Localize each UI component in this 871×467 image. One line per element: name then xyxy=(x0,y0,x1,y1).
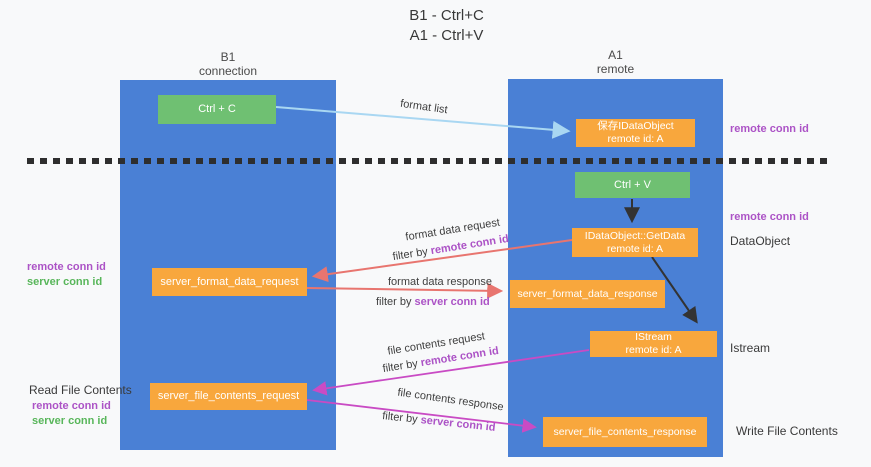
ctrl-c-label: Ctrl + C xyxy=(198,103,236,115)
column-b1-name: B1 xyxy=(220,50,236,64)
ctrl-v-box: Ctrl + V xyxy=(575,172,690,198)
filter-by-text: filter by xyxy=(376,296,412,308)
diagram-title: B1 - Ctrl+C A1 - Ctrl+V xyxy=(0,6,871,46)
server-file-contents-request-label: server_file_contents_request xyxy=(157,390,300,402)
server-conn-id-text: server conn id xyxy=(414,296,490,308)
column-a1-name: A1 xyxy=(608,48,623,62)
server-format-data-response-label: server_format_data_response xyxy=(517,287,658,300)
write-file-contents-annotation: Write File Contents xyxy=(736,424,838,438)
dashed-separator-line xyxy=(27,158,830,164)
save-idataobject-box: 保存IDataObject remote id: A xyxy=(576,119,695,147)
server-file-contents-request-box: server_file_contents_request xyxy=(150,383,307,410)
column-b1-role: connection xyxy=(198,64,258,78)
format-data-response-label: format data response xyxy=(388,276,492,288)
getdata-to-istream-arrow xyxy=(651,256,698,324)
format-list-arrow xyxy=(275,106,571,139)
remote-conn-id-annotation-mid: remote conn id xyxy=(730,211,809,223)
title-line-1: B1 - Ctrl+C xyxy=(409,7,484,24)
server-format-data-request-box: server_format_data_request xyxy=(152,268,307,296)
column-header-b1: B1 connection xyxy=(120,50,336,78)
istream-annotation: Istream xyxy=(730,341,771,355)
istream-line2: remote id: A xyxy=(625,344,682,356)
server-conn-id-annotation-left-1: server conn id xyxy=(27,276,103,288)
server-conn-id-annotation-left-2: server conn id xyxy=(32,415,108,427)
istream-box: IStream remote id: A xyxy=(590,331,717,357)
getdata-line2: remote id: A xyxy=(606,242,664,255)
remote-conn-id-annotation-top: remote conn id xyxy=(730,123,809,135)
idataobject-getdata-box: IDataObject::GetData remote id: A xyxy=(572,228,698,257)
file-contents-response-arrow xyxy=(306,399,537,433)
server-format-data-response-box: server_format_data_response xyxy=(510,280,665,308)
format-data-response-arrow xyxy=(306,282,504,299)
title-line-2: A1 - Ctrl+V xyxy=(409,27,484,44)
column-a1-role: remote xyxy=(596,62,635,76)
save-idataobject-line1: 保存IDataObject xyxy=(597,120,674,132)
istream-line1: IStream xyxy=(635,331,672,343)
ctrl-c-box: Ctrl + C xyxy=(158,95,276,124)
column-header-a1: A1 remote xyxy=(508,48,723,76)
getdata-line1: IDataObject::GetData xyxy=(584,229,686,242)
remote-conn-id-annotation-left-1: remote conn id xyxy=(27,261,106,273)
ctrl-v-label: Ctrl + V xyxy=(614,178,651,191)
server-file-contents-response-label: server_file_contents_response xyxy=(553,425,697,438)
read-file-contents-annotation: Read File Contents xyxy=(29,383,132,397)
remote-conn-id-annotation-left-2: remote conn id xyxy=(32,400,111,412)
server-format-data-request-label: server_format_data_request xyxy=(160,275,299,288)
server-file-contents-response-box: server_file_contents_response xyxy=(543,417,707,447)
file-contents-request-arrow xyxy=(312,349,590,396)
filter-by-server-conn-id-label-1: filter by server conn id xyxy=(376,296,490,308)
format-data-request-arrow xyxy=(311,239,573,283)
dataobject-annotation: DataObject xyxy=(730,234,791,248)
save-idataobject-line2: remote id: A xyxy=(607,133,664,145)
